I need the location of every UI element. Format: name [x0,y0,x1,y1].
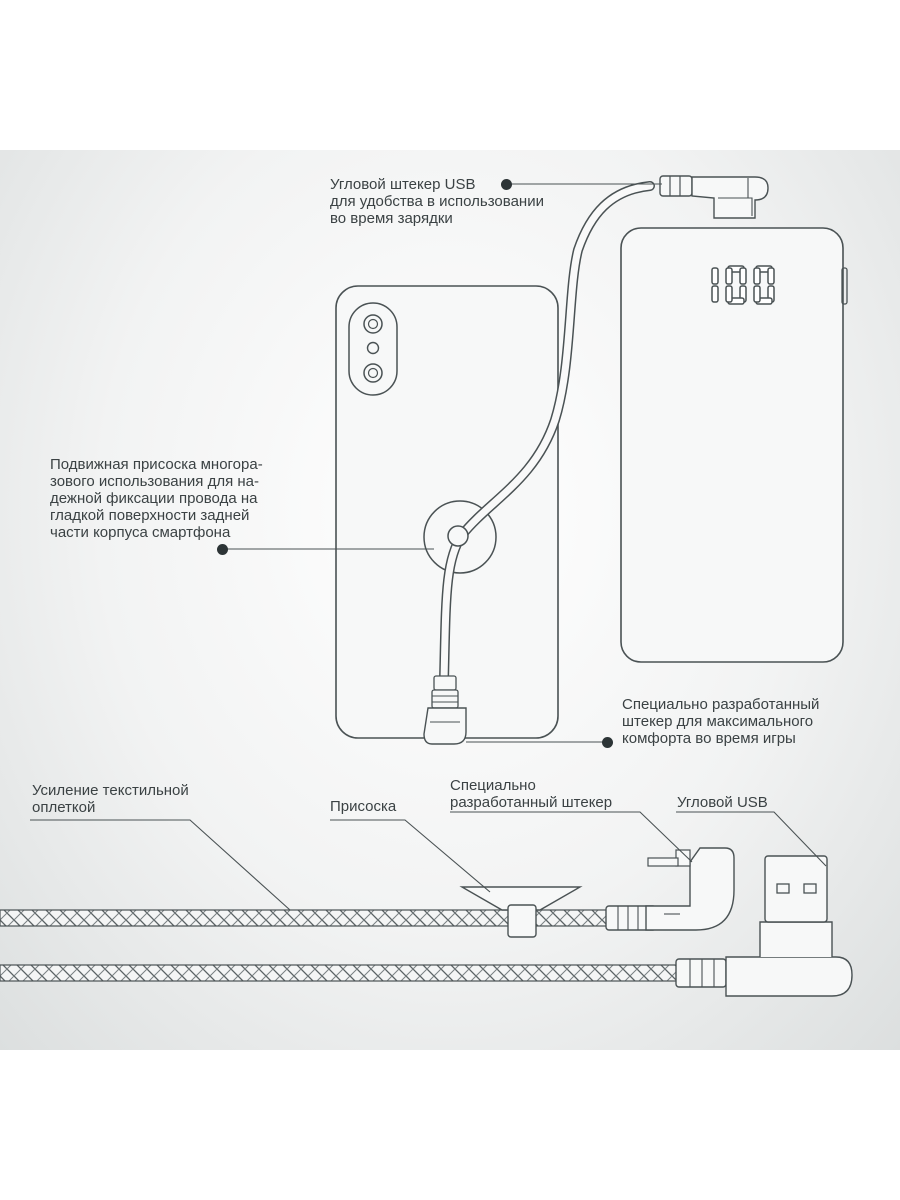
callout-line: Специально разработанный [622,696,820,713]
callout-suction-cup: Подвижная присоска многора- зового испол… [50,456,263,541]
camera-lens-icon [363,363,383,383]
callout-dot [602,737,613,748]
special-plug-connector [423,675,467,745]
label-usb: Угловой USB [677,794,768,811]
product-illustration-panel: Угловой штекер USB для удобства в исполь… [0,150,900,1050]
callout-line: части корпуса смартфона [50,524,231,541]
braided-cable-bottom [0,855,853,997]
label-line: Угловой USB [677,794,768,811]
callout-angled-usb: Угловой штекер USB для удобства в исполь… [330,176,544,227]
label-line: Усиление текстильной [32,782,189,799]
callout-dot [501,179,512,190]
display-segment [725,267,733,285]
display-segment [753,285,761,303]
leader-lines [227,183,662,743]
callout-line: комфорта во время игры [622,730,796,747]
cable [439,181,655,685]
flash-icon [366,341,380,355]
label-braid: Усиление текстильной оплеткой [32,782,189,816]
illustration-art [0,175,853,997]
display-digit [753,265,775,305]
power-bank [620,227,848,663]
label-suction: Присоска [330,798,396,815]
callout-line: штекер для максимального [622,713,814,730]
display-segment [753,267,761,285]
callout-special-plug: Специально разработанный штекер для макс… [622,696,819,747]
callout-dot [217,544,228,555]
callout-line: гладкой поверхности задней [50,507,250,524]
callout-line: для удобства в использовании [330,193,544,210]
display-digit [711,267,719,303]
battery-percentage-display [711,265,775,305]
braided-cable-top [0,847,735,931]
display-digit [725,265,747,305]
angled-usb-connector [659,175,769,219]
camera-module [348,302,398,396]
callout-line: Угловой штекер USB [330,176,476,193]
camera-lens-icon [363,314,383,334]
suction-cup-side [459,886,583,938]
display-segment [725,285,733,303]
usb-plug-icon [764,855,828,923]
display-segment [711,285,719,303]
callout-line: дежной фиксации провода на [50,490,258,507]
label-line: Специально [450,777,536,794]
display-segment [767,267,775,285]
label-line: разработанный штекер [450,794,613,811]
bottom-leader-lines [30,811,827,911]
callout-line: Подвижная присоска многора- [50,456,263,473]
cable-clip [447,525,469,547]
label-line: Присоска [330,798,397,815]
display-segment [739,267,747,285]
callout-line: во время зарядки [330,210,453,227]
label-line: оплеткой [32,799,96,816]
power-button [841,267,848,305]
callout-line: зового использования для на- [50,473,259,490]
label-plug: Специально разработанный штекер [450,777,612,811]
display-segment [711,267,719,285]
